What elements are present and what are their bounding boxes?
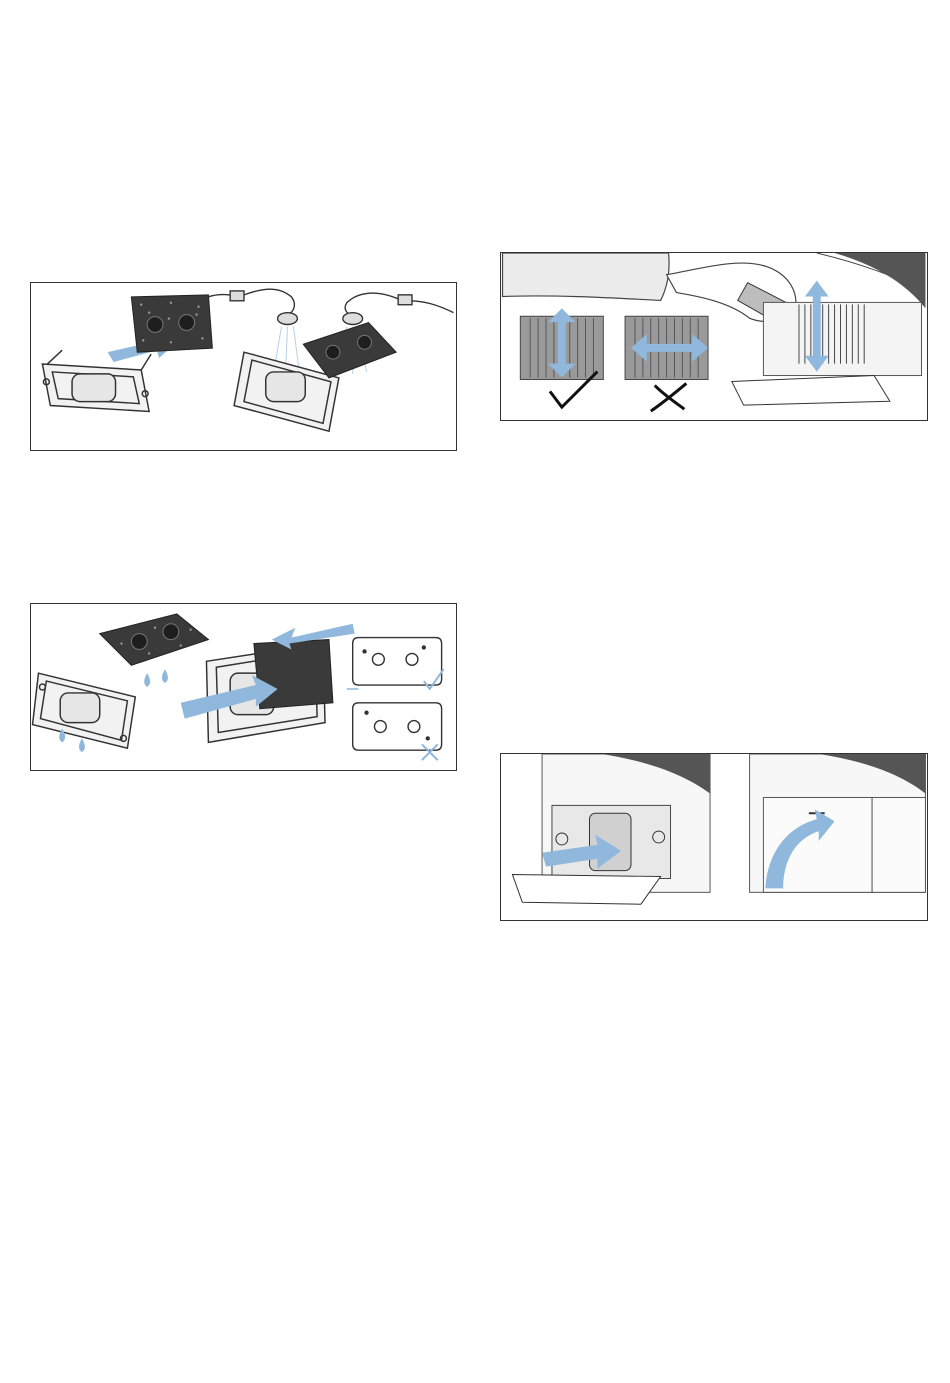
figure-close-flap (500, 753, 928, 921)
vacuum-illustration (501, 253, 927, 420)
reinsert-filter-illustration (31, 604, 456, 770)
shower-head-icon (208, 289, 453, 324)
figure-reinsert-filter (30, 603, 457, 771)
rinse-filter-illustration (31, 283, 456, 450)
orientation-wrong-icon (353, 703, 442, 760)
foam-filter-icon (131, 295, 212, 352)
figure-rinse-filter (30, 282, 457, 451)
foam-filter-icon (100, 614, 209, 665)
filter-frame-icon (33, 673, 136, 748)
figure-vacuum-heat-exchanger (500, 252, 928, 421)
filter-frame-icon (42, 350, 151, 411)
cross-mark-icon (651, 383, 687, 411)
orientation-correct-icon (353, 638, 444, 689)
close-flap-illustration (501, 754, 927, 920)
